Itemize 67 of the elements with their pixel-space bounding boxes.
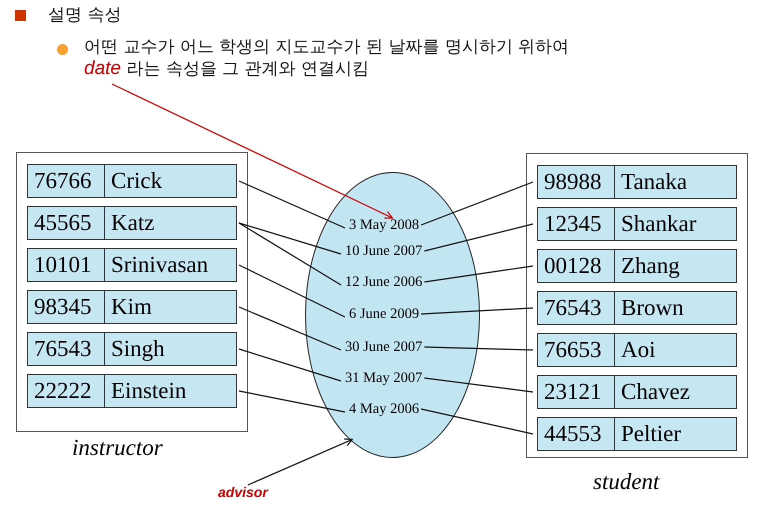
name-text: Aoi [620, 336, 656, 364]
name-text: Peltier [620, 420, 682, 448]
date-value: 30 June 2007 [345, 338, 422, 356]
date-value: 6 June 2009 [349, 305, 420, 323]
connector-line [424, 346, 534, 351]
id-text: 45565 [28, 207, 105, 239]
table-name: student [593, 469, 660, 495]
table-row [27, 290, 237, 324]
name-text: Crick [110, 167, 162, 195]
id-text: 76543 [538, 292, 615, 324]
leader-arrow [248, 438, 353, 486]
date-value: 31 May 2007 [345, 369, 422, 387]
table-row [537, 417, 737, 451]
table-row [27, 248, 237, 282]
table-row [537, 165, 737, 199]
callout-label: advisor [218, 484, 268, 500]
table-row [27, 206, 237, 240]
connector-line [424, 265, 534, 283]
id-text: 76543 [28, 333, 105, 365]
date-value: 12 June 2006 [345, 273, 422, 291]
connector-line [420, 408, 534, 435]
connector-line [424, 377, 534, 393]
name-text: Brown [620, 294, 684, 322]
id-text: 23121 [538, 376, 615, 408]
arrow [112, 83, 394, 219]
date-value: 3 May 2008 [349, 216, 420, 234]
name-text: Zhang [620, 252, 680, 280]
id-text: 76653 [538, 334, 615, 366]
table-row [27, 164, 237, 198]
connector-line [238, 264, 346, 318]
heading-text: 설명 속성 [48, 4, 122, 26]
name-text: Tanaka [620, 168, 688, 196]
table-row [27, 374, 237, 408]
id-text: 00128 [538, 250, 615, 282]
connector-line [238, 306, 342, 351]
bullet-text: 어떤 교수가 어느 학생의 지도교수가 된 날짜를 명시하기 위하여 date 라는 속성을 그 관계와 연결시킴 [84, 36, 589, 80]
table-name: instructor [72, 435, 163, 461]
table-row [537, 207, 737, 241]
connector-line [424, 223, 534, 252]
name-text: Einstein [110, 377, 186, 405]
id-text: 98345 [28, 291, 105, 323]
connector-line [238, 222, 342, 255]
table-row [537, 291, 737, 325]
table-row [537, 249, 737, 283]
table-row [537, 333, 737, 367]
id-text: 10101 [28, 249, 105, 281]
id-text: 12345 [538, 208, 615, 240]
connector-line [238, 222, 342, 286]
id-text: 76766 [28, 165, 105, 197]
name-text: Kim [110, 293, 152, 321]
connector-line [238, 180, 346, 229]
id-text: 44553 [538, 418, 615, 450]
date-value: 4 May 2006 [349, 400, 420, 418]
connector-line [420, 181, 534, 226]
connector-line [238, 390, 346, 413]
name-text: Singh [110, 335, 165, 363]
table-row [537, 375, 737, 409]
date-value: 10 June 2007 [345, 242, 422, 260]
connector-line [238, 348, 342, 382]
table-row [27, 332, 237, 366]
id-text: 98988 [538, 166, 615, 198]
id-text: 22222 [28, 375, 105, 407]
name-text: Katz [110, 209, 154, 237]
connector-line [421, 307, 534, 315]
name-text: Shankar [620, 210, 696, 238]
name-text: Srinivasan [110, 251, 208, 279]
name-text: Chavez [620, 378, 690, 406]
